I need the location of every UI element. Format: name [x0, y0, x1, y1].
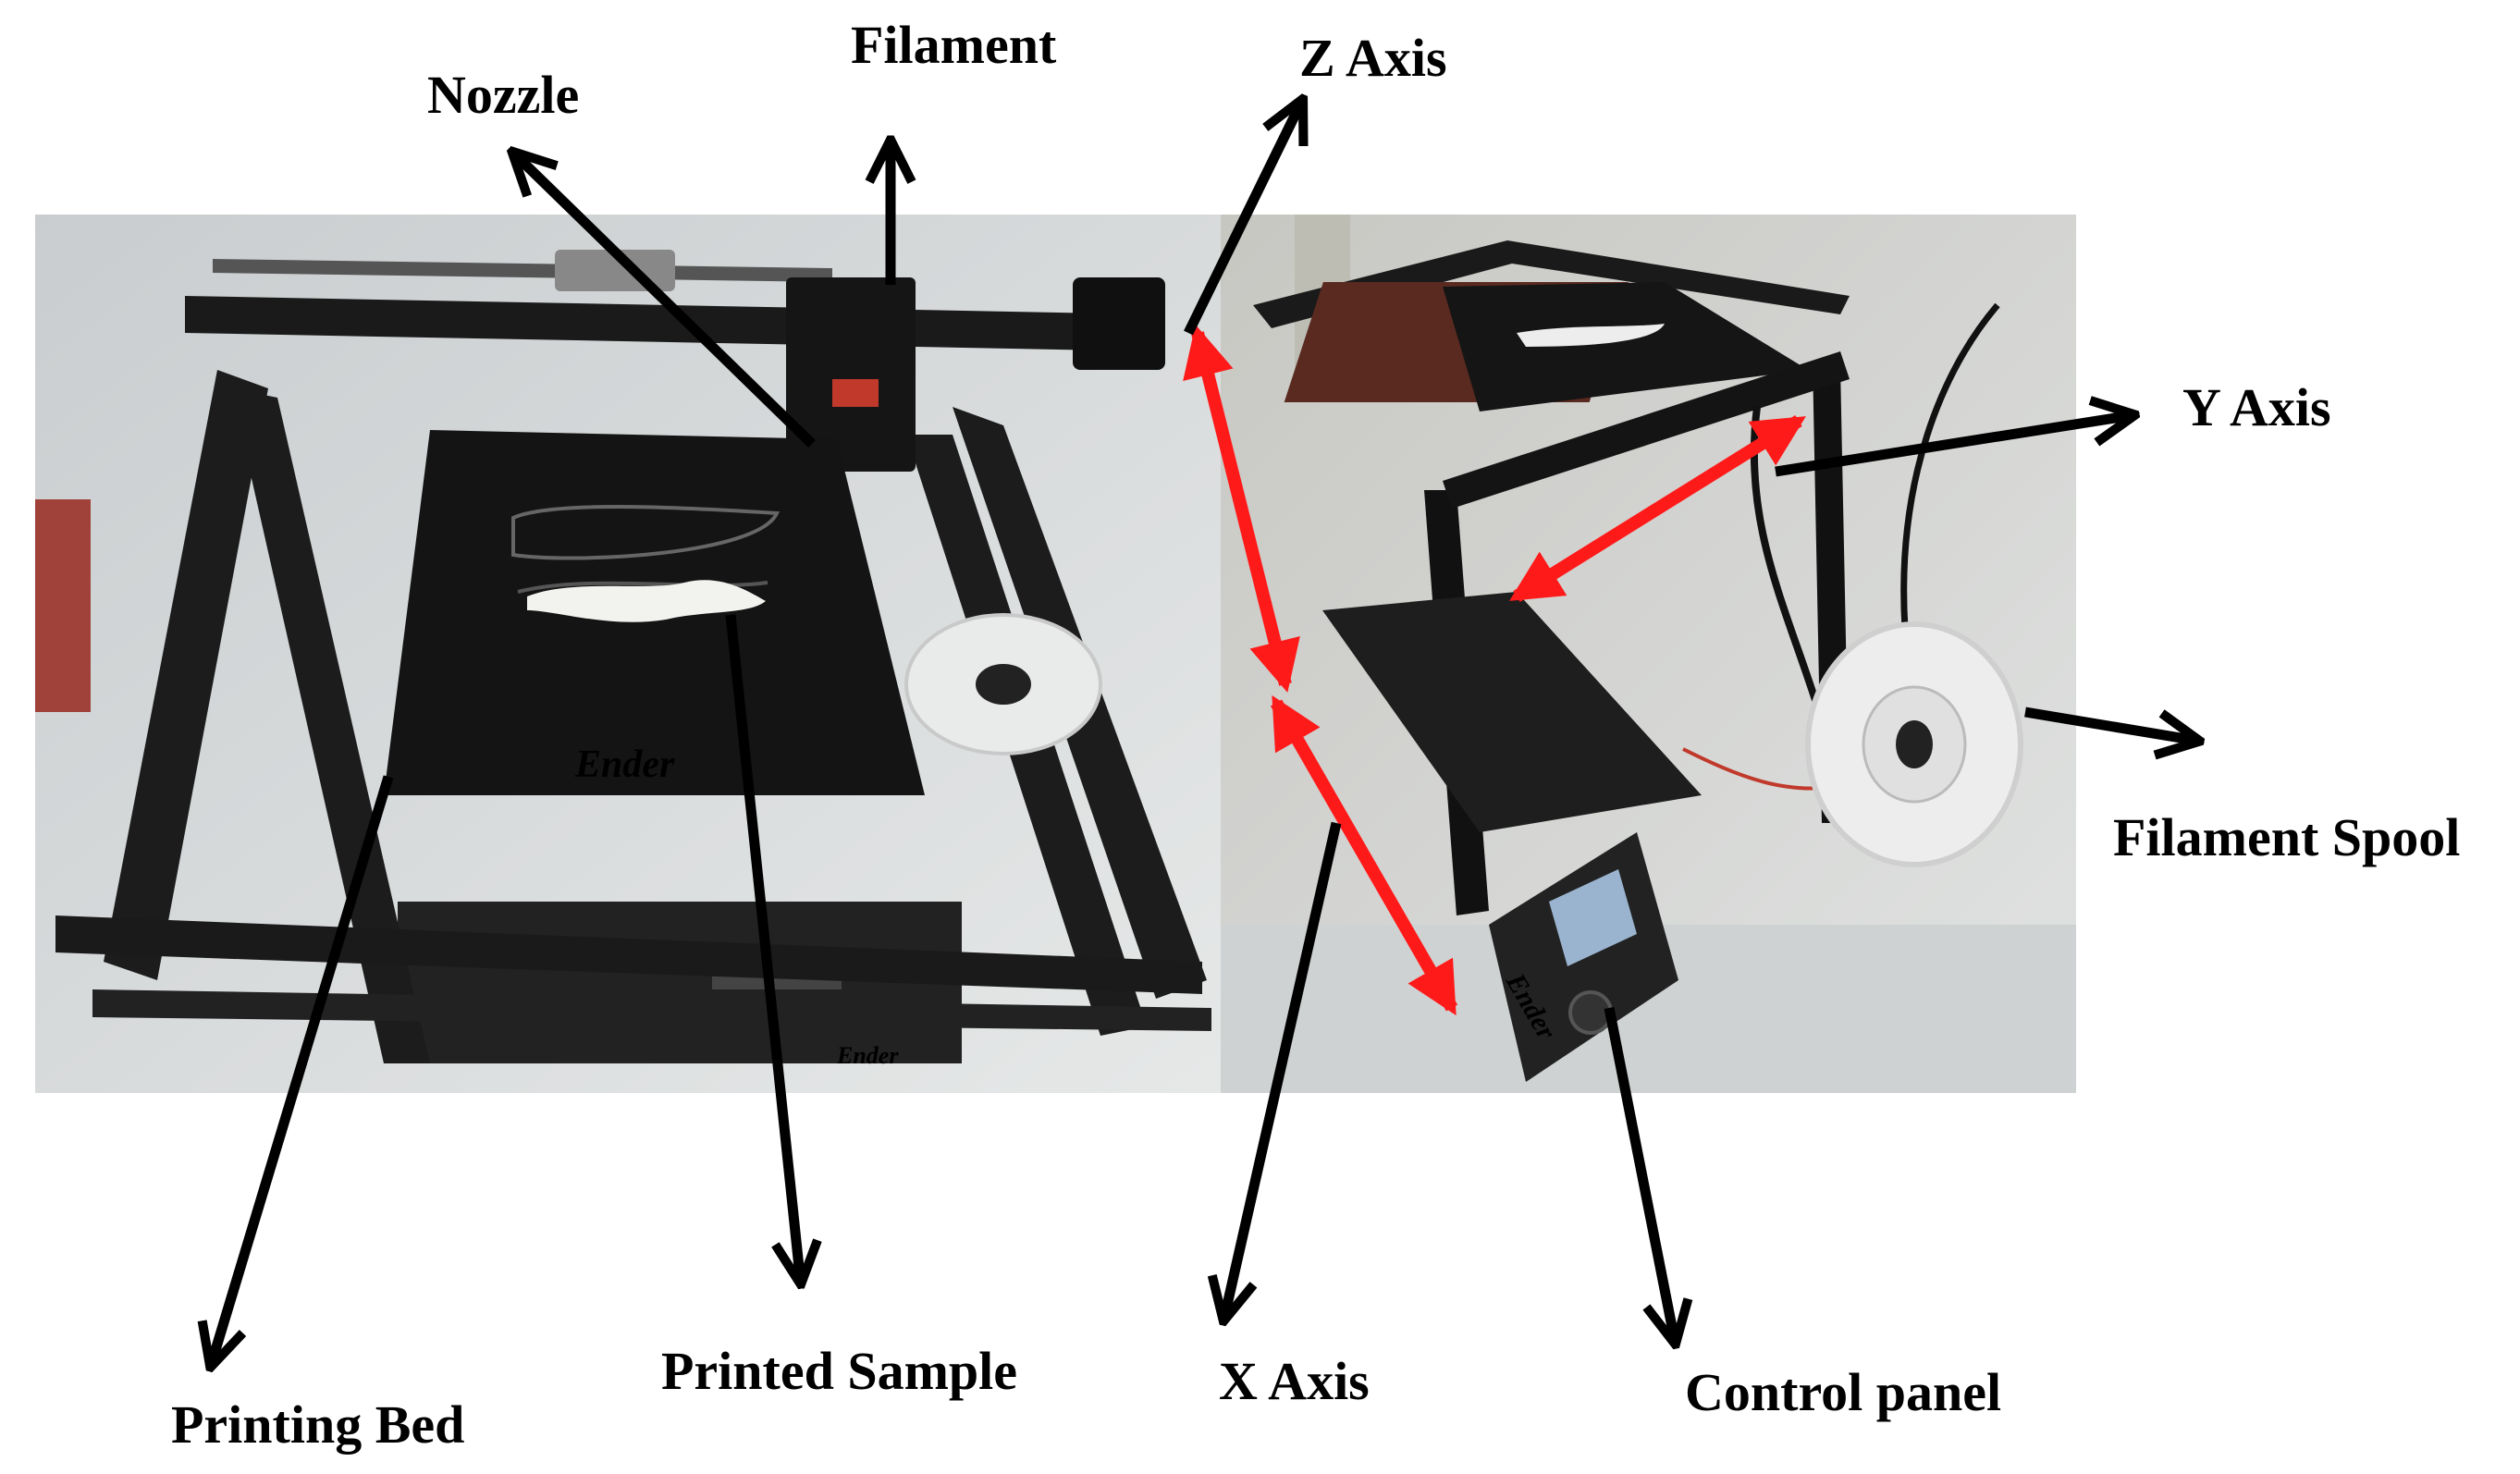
z-axis-arrow	[1183, 324, 1300, 694]
y-axis-pointer	[1775, 416, 2127, 477]
filament-spool-label: Filament Spool	[2113, 807, 2460, 867]
z-axis-label: Z Axis	[1299, 28, 1447, 88]
z-axis-pointer	[1184, 106, 1299, 336]
y-axis-arrow	[1509, 415, 1806, 602]
nozzle-label: Nozzle	[427, 65, 579, 125]
y-axis-label: Y Axis	[2182, 377, 2331, 437]
axis-arrows	[1183, 324, 1806, 1016]
side-base	[1322, 592, 1702, 832]
x-axis-arrow	[1270, 694, 1458, 1016]
control-panel-label: Control panel	[1685, 1362, 2001, 1422]
pointer-arrows	[213, 106, 2192, 1359]
printing-bed-pointer	[213, 775, 394, 1359]
base-logo: Ender	[836, 1042, 899, 1069]
printed-sample-pointer	[725, 614, 800, 1276]
x-axis-pointer	[1225, 821, 1342, 1313]
frame-upright-left	[104, 370, 268, 980]
printed-sample-label: Printed Sample	[661, 1341, 1017, 1401]
filament-label: Filament	[851, 15, 1057, 75]
spool-pointer	[2024, 706, 2192, 740]
printing-bed-label: Printing Bed	[171, 1394, 464, 1455]
side-printing-bed	[1443, 282, 1808, 411]
red-object	[35, 499, 91, 712]
x-motor	[1073, 277, 1165, 370]
control-panel-pointer	[1604, 1006, 1674, 1336]
labels: Nozzle Filament Z Axis Y Axis Filament S…	[171, 15, 2460, 1455]
x-axis-label: X Axis	[1219, 1351, 1370, 1411]
base-panel	[398, 902, 962, 1063]
photo-top-view: Ender Ender	[35, 215, 1221, 1093]
photo-side-view: Ender	[1221, 215, 2076, 1093]
hotend-carriage	[786, 277, 916, 472]
nozzle-pointer	[518, 157, 816, 448]
printed-sample-photo	[527, 580, 766, 622]
bed-logo: Ender	[574, 743, 675, 786]
